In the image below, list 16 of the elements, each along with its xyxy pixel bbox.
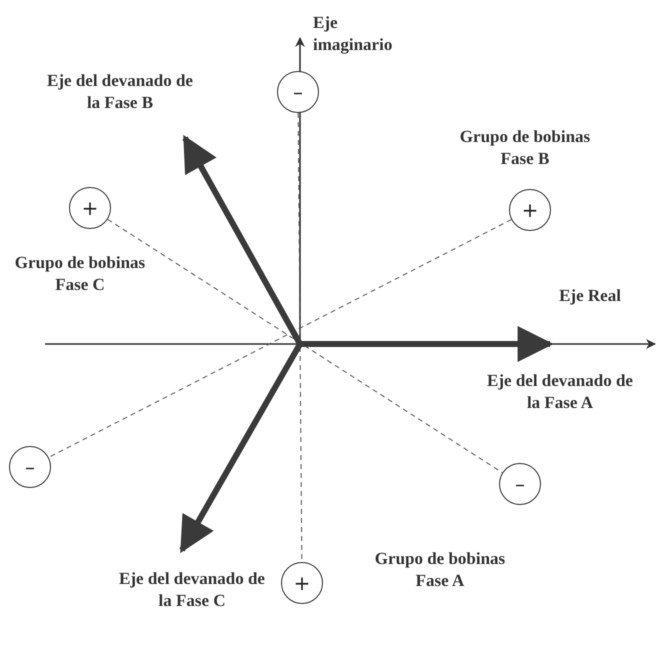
polarity-circle: + — [509, 189, 551, 231]
polarity-circle: – — [277, 71, 319, 113]
axis-label: Eje Real — [558, 285, 622, 307]
axis-label: Eje del devanado de la Fase A — [486, 370, 634, 414]
axis-label: Eje del devanado de la Fase C — [118, 568, 266, 612]
dashed-line — [48, 219, 512, 458]
coil-group-label: Grupo de bobinas Fase B — [458, 126, 592, 170]
axis-label: Eje imaginario — [313, 12, 394, 56]
coil-group-label: Grupo de bobinas Fase A — [374, 548, 506, 592]
axis-label: Eje del devanado de la Fase B — [46, 70, 194, 114]
polarity-circle: + — [69, 187, 111, 229]
polarity-circle: + — [281, 562, 323, 604]
polarity-circle: – — [499, 463, 541, 505]
dashed-line — [107, 218, 503, 474]
polarity-circle: – — [9, 446, 51, 488]
coil-group-label: Grupo de bobinas Fase C — [14, 252, 146, 296]
